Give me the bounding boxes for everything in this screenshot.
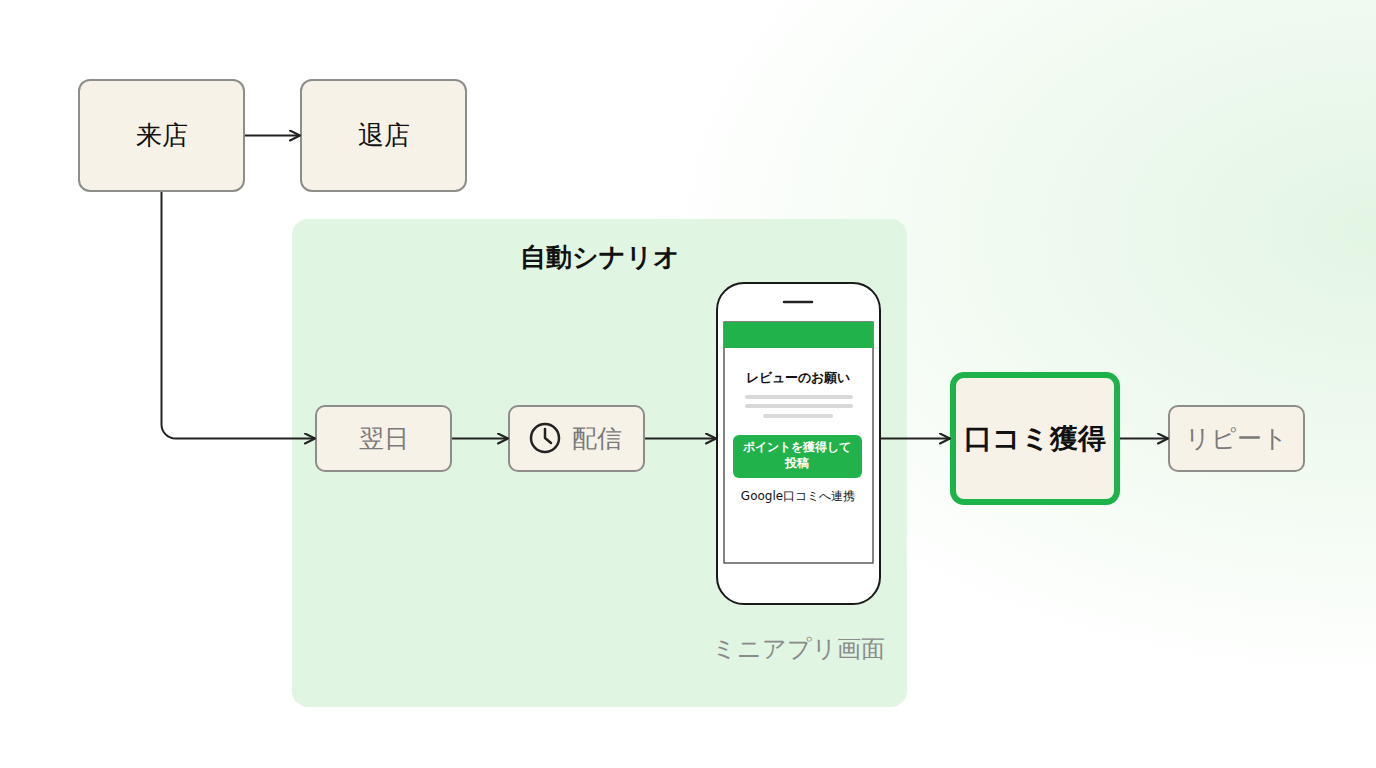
flow-arrow [881,438,950,440]
screen-caption: ミニアプリ画面 [688,634,908,665]
node-label: レビューのお願い [728,369,868,386]
flow-arrow [645,438,716,440]
placeholder-line [745,395,853,399]
node-label: Google口コミへ連携 [723,489,873,505]
clock-hands [545,429,551,443]
placeholder-line [763,414,833,418]
group-title: 自動シナリオ [400,241,800,275]
flow-arrow [162,192,316,439]
node-label: 口コミ獲得 [955,420,1115,456]
clock-icon [531,424,559,452]
node-label: 翌日 [324,422,444,455]
node-label: ポイントを獲得して 投稿 [737,440,857,471]
node-label: 来店 [87,119,237,153]
flow-arrow [245,135,300,137]
flow-arrow [452,438,508,440]
process-box: 来店 [78,79,245,192]
action-button: ポイントを獲得して 投稿 [733,435,862,478]
process-box: 配信 [508,405,645,472]
process-box: 退店 [300,79,467,192]
node-label: 退店 [309,119,459,153]
phone-screen [724,322,873,563]
placeholder-line [745,404,853,408]
process-box: 翌日 [315,405,452,472]
node-label: リピート [1172,422,1302,455]
process-box: リピート [1168,405,1305,472]
highlight-box: 口コミ獲得 [950,372,1120,505]
scenario-band: 自動シナリオ翌日 配信 レビューのお願い Google口コミへ連携ミニアプリ画面ポイン… [292,219,907,707]
flow-arrow [1120,438,1168,440]
screen-header [724,322,873,348]
phone-screen-node: レビューのお願いGoogle口コミへ連携ミニアプリ画面ポイントを獲得して 投稿 [716,282,881,605]
node-label: 配信 [562,422,632,455]
phone-speaker [784,301,812,304]
